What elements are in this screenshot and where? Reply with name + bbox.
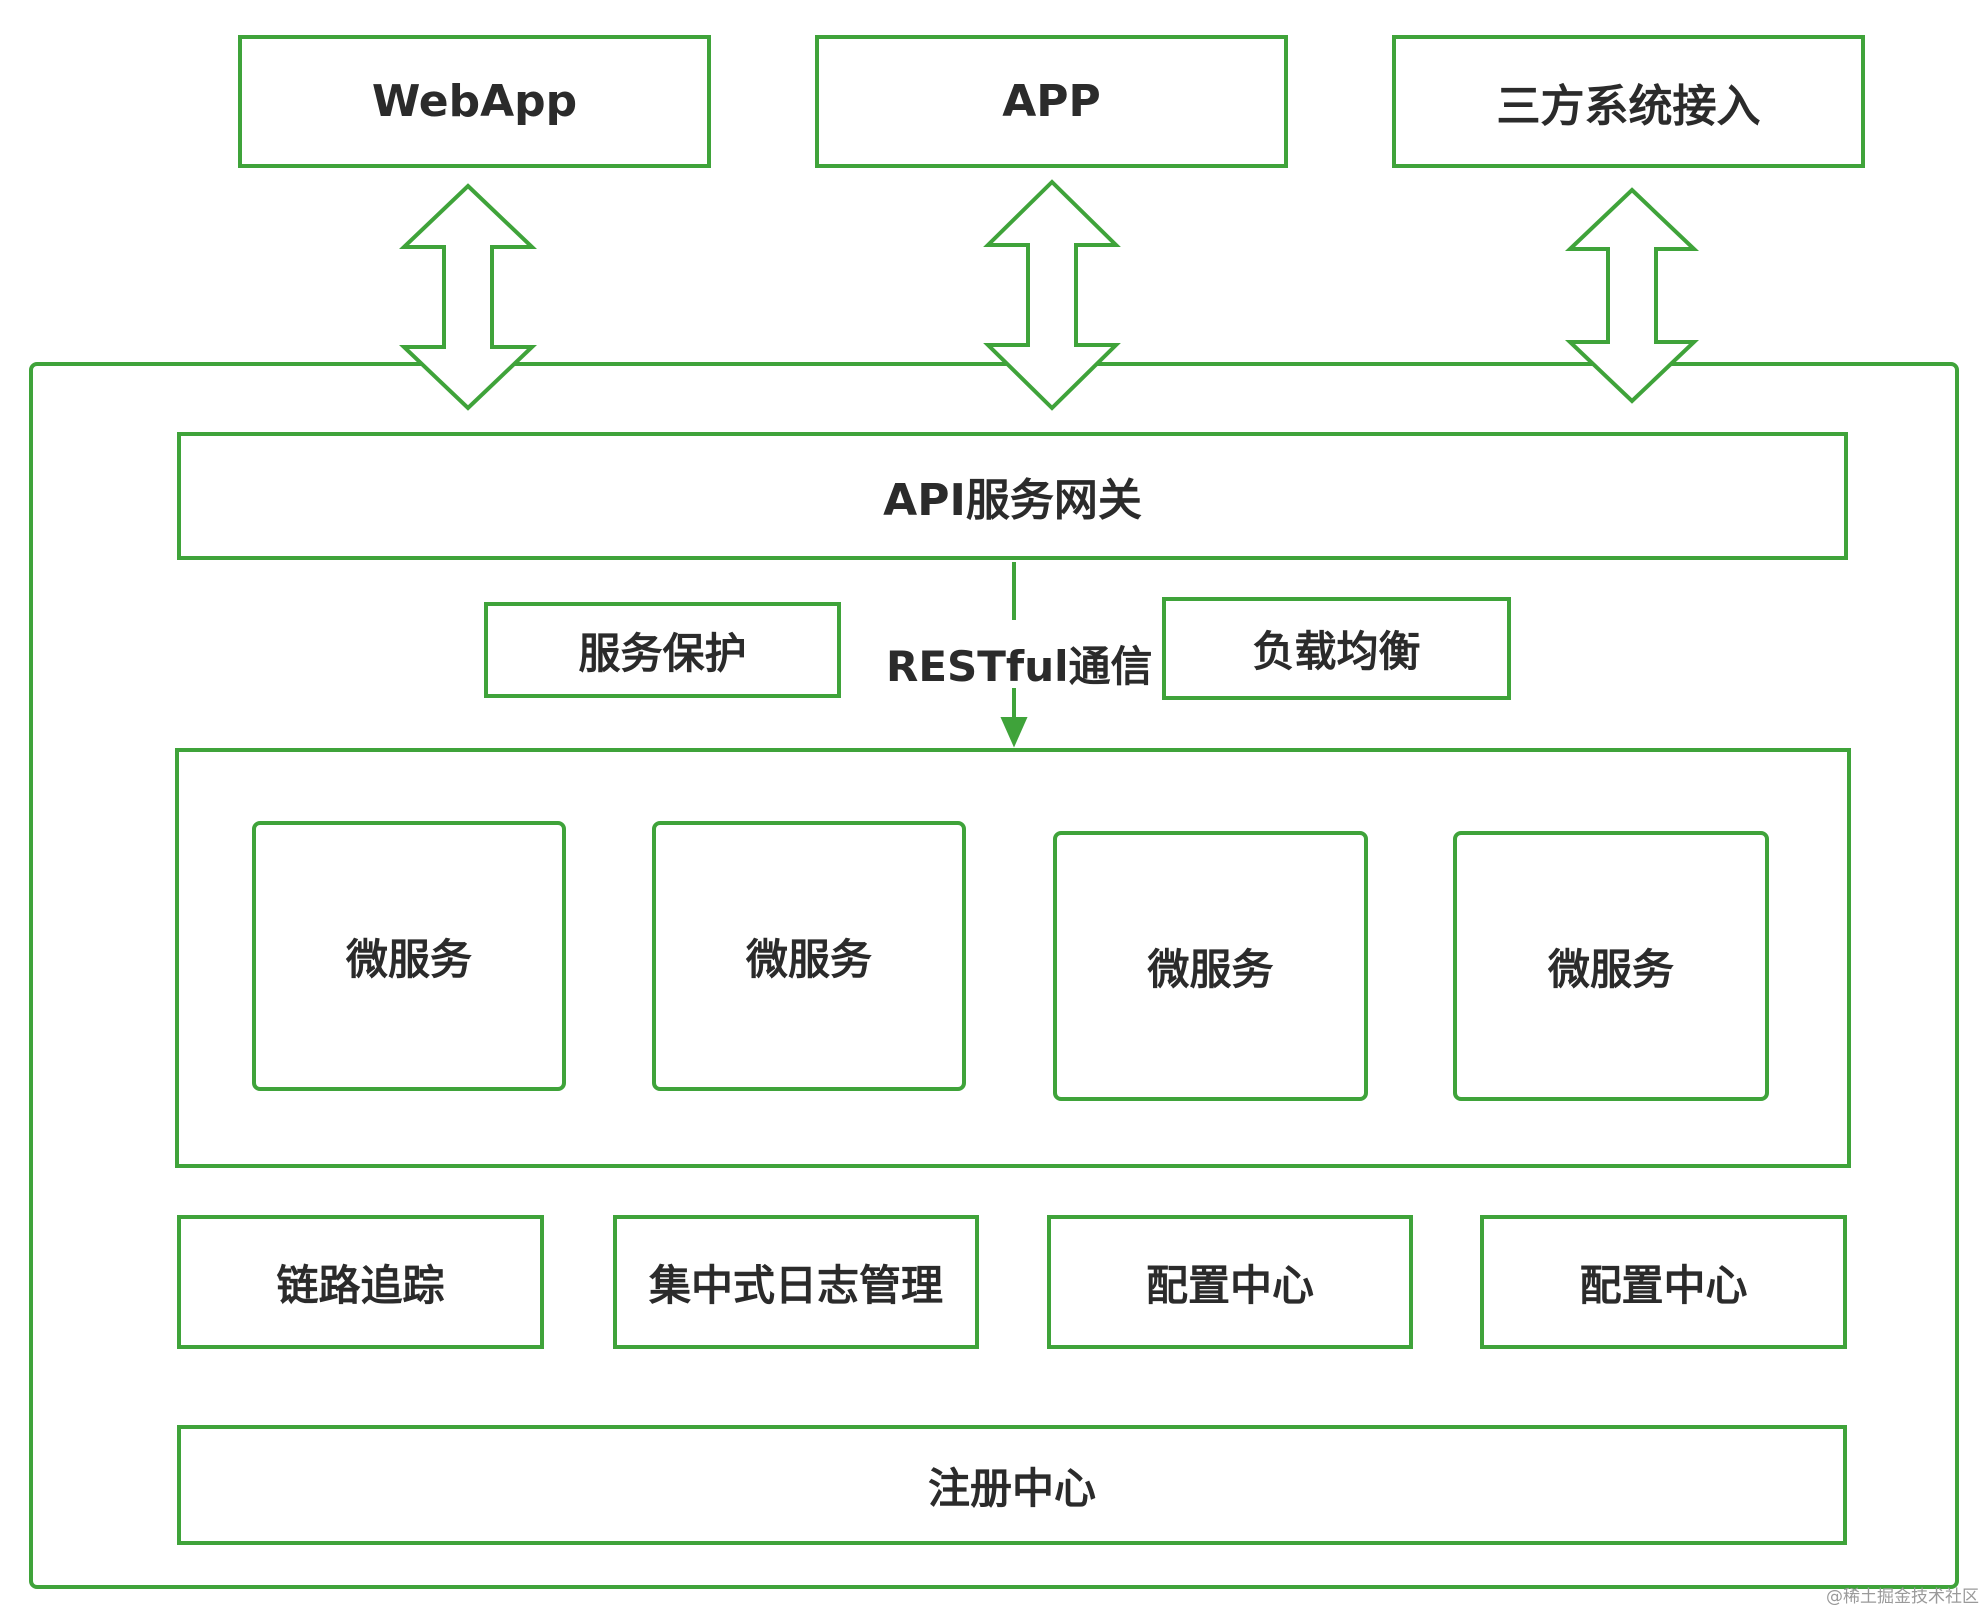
client-third-party-label: 三方系统接入 — [1496, 80, 1761, 132]
logging-label: 集中式日志管理 — [648, 1260, 943, 1310]
service-protection-label: 服务保护 — [578, 628, 747, 678]
microservice-box: 微服务 — [1453, 831, 1769, 1101]
config-center-box: 配置中心 — [1480, 1215, 1847, 1349]
microservice-label: 微服务 — [1547, 944, 1674, 994]
client-app-label: APP — [1002, 76, 1101, 127]
load-balancing-box: 负载均衡 — [1162, 597, 1511, 700]
microservice-box: 微服务 — [652, 821, 966, 1091]
double-arrow-icon — [983, 179, 1121, 411]
microservice-box: 微服务 — [1053, 831, 1368, 1101]
client-webapp-box: WebApp — [238, 35, 711, 168]
registry-label: 注册中心 — [927, 1463, 1096, 1513]
tracing-label: 链路追踪 — [276, 1260, 445, 1310]
tracing-box: 链路追踪 — [177, 1215, 544, 1349]
restful-label: RESTful通信 — [886, 642, 1153, 691]
client-webapp-label: WebApp — [371, 76, 578, 127]
double-arrow-icon — [399, 183, 537, 411]
config-center-label: 配置中心 — [1145, 1260, 1314, 1310]
load-balancing-label: 负载均衡 — [1252, 627, 1421, 676]
api-gateway-label: API服务网关 — [883, 475, 1142, 526]
api-gateway-box: API服务网关 — [177, 432, 1848, 560]
microservice-label: 微服务 — [1147, 944, 1274, 994]
registry-box: 注册中心 — [177, 1425, 1847, 1545]
double-arrow-icon — [1564, 187, 1700, 404]
client-third-party-box: 三方系统接入 — [1392, 35, 1865, 168]
watermark: @稀土掘金技术社区 — [1826, 1587, 1979, 1607]
logging-box: 集中式日志管理 — [613, 1215, 979, 1349]
microservice-label: 微服务 — [345, 934, 472, 984]
microservice-box: 微服务 — [252, 821, 566, 1091]
client-app-box: APP — [815, 35, 1288, 168]
config-center-label: 配置中心 — [1579, 1260, 1748, 1310]
arrow-head-icon — [1000, 717, 1028, 748]
microservice-label: 微服务 — [745, 934, 872, 984]
service-protection-box: 服务保护 — [484, 602, 841, 698]
config-center-box: 配置中心 — [1047, 1215, 1413, 1349]
